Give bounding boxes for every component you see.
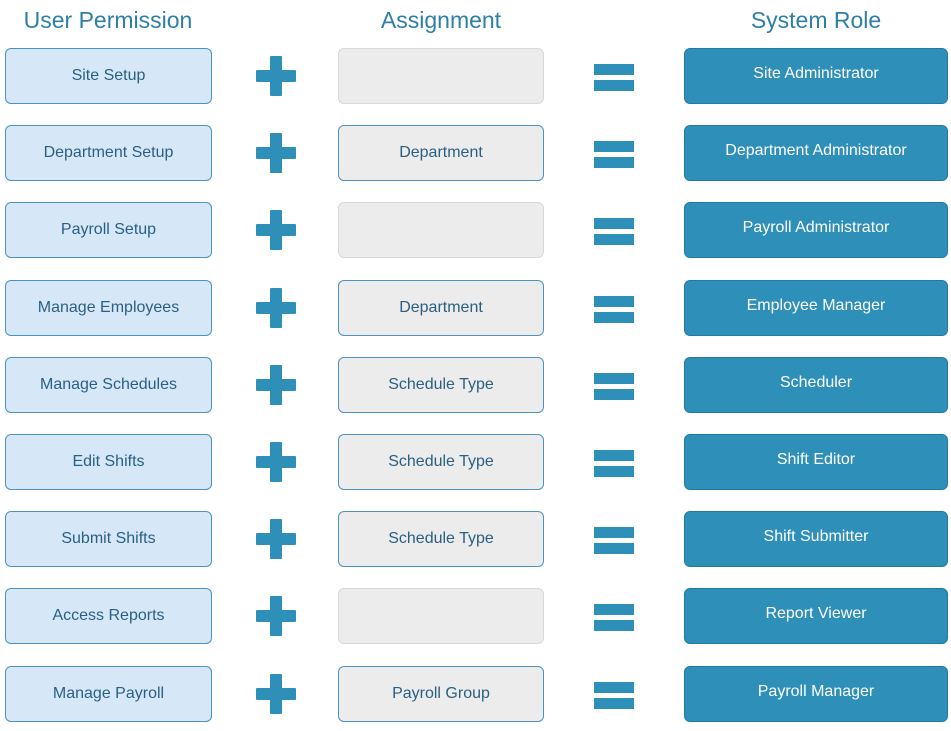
equals-icon: [594, 64, 634, 94]
plus-icon: [256, 56, 296, 96]
system-role-header: System Role: [750, 7, 882, 33]
system-role-box: Scheduler: [684, 357, 948, 413]
user-permission-box: Edit Shifts: [5, 434, 212, 490]
system-role-box: Shift Editor: [684, 434, 948, 490]
assignment-box: [338, 202, 544, 258]
permission-row: Submit Shifts Schedule Type Shift Submitte…: [0, 511, 951, 569]
assignment-box: Department: [338, 125, 544, 181]
system-role-box: Report Viewer: [684, 588, 948, 644]
assignment-box: Department: [338, 280, 544, 336]
permission-row: Manage Schedules Schedule Type Scheduler: [0, 357, 951, 415]
plus-icon: [256, 365, 296, 405]
plus-icon: [256, 596, 296, 636]
equals-icon: [594, 373, 634, 403]
plus-icon: [256, 288, 296, 328]
system-role-box: Employee Manager: [684, 280, 948, 336]
user-permission-box: Department Setup: [5, 125, 212, 181]
equals-icon: [594, 296, 634, 326]
user-permission-box: Manage Employees: [5, 280, 212, 336]
user-permission-box: Submit Shifts: [5, 511, 212, 567]
equals-icon: [594, 218, 634, 248]
equals-icon: [594, 682, 634, 712]
user-permission-box: Access Reports: [5, 588, 212, 644]
permission-row: Payroll Setup Payroll Administrator: [0, 202, 951, 260]
system-role-box: Payroll Administrator: [684, 202, 948, 258]
plus-icon: [256, 210, 296, 250]
system-role-box: Payroll Manager: [684, 666, 948, 722]
permission-row: Site Setup Site Administrator: [0, 48, 951, 106]
assignment-header: Assignment: [380, 7, 502, 33]
permission-row: Department Setup Department Department Adm…: [0, 125, 951, 183]
assignment-box: Payroll Group: [338, 666, 544, 722]
equals-icon: [594, 141, 634, 171]
assignment-box: Schedule Type: [338, 434, 544, 490]
user-permission-header: User Permission: [23, 7, 193, 33]
plus-icon: [256, 442, 296, 482]
system-role-box: Site Administrator: [684, 48, 948, 104]
system-role-box: Department Administrator: [684, 125, 948, 181]
equals-icon: [594, 604, 634, 634]
assignment-box: Schedule Type: [338, 511, 544, 567]
plus-icon: [256, 133, 296, 173]
user-permission-box: Manage Schedules: [5, 357, 212, 413]
equals-icon: [594, 450, 634, 480]
permission-row: Manage Payroll Payroll Group Payroll Manag…: [0, 666, 951, 724]
system-role-box: Shift Submitter: [684, 511, 948, 567]
user-permission-box: Site Setup: [5, 48, 212, 104]
plus-icon: [256, 519, 296, 559]
user-permission-box: Payroll Setup: [5, 202, 212, 258]
user-permission-box: Manage Payroll: [5, 666, 212, 722]
permission-row: Edit Shifts Schedule Type Shift Editor: [0, 434, 951, 492]
assignment-box: [338, 48, 544, 104]
assignment-box: [338, 588, 544, 644]
permission-row: Manage Employees Department Employee Manag…: [0, 280, 951, 338]
assignment-box: Schedule Type: [338, 357, 544, 413]
permission-row: Access Reports Report Viewer: [0, 588, 951, 646]
plus-icon: [256, 674, 296, 714]
equals-icon: [594, 527, 634, 557]
